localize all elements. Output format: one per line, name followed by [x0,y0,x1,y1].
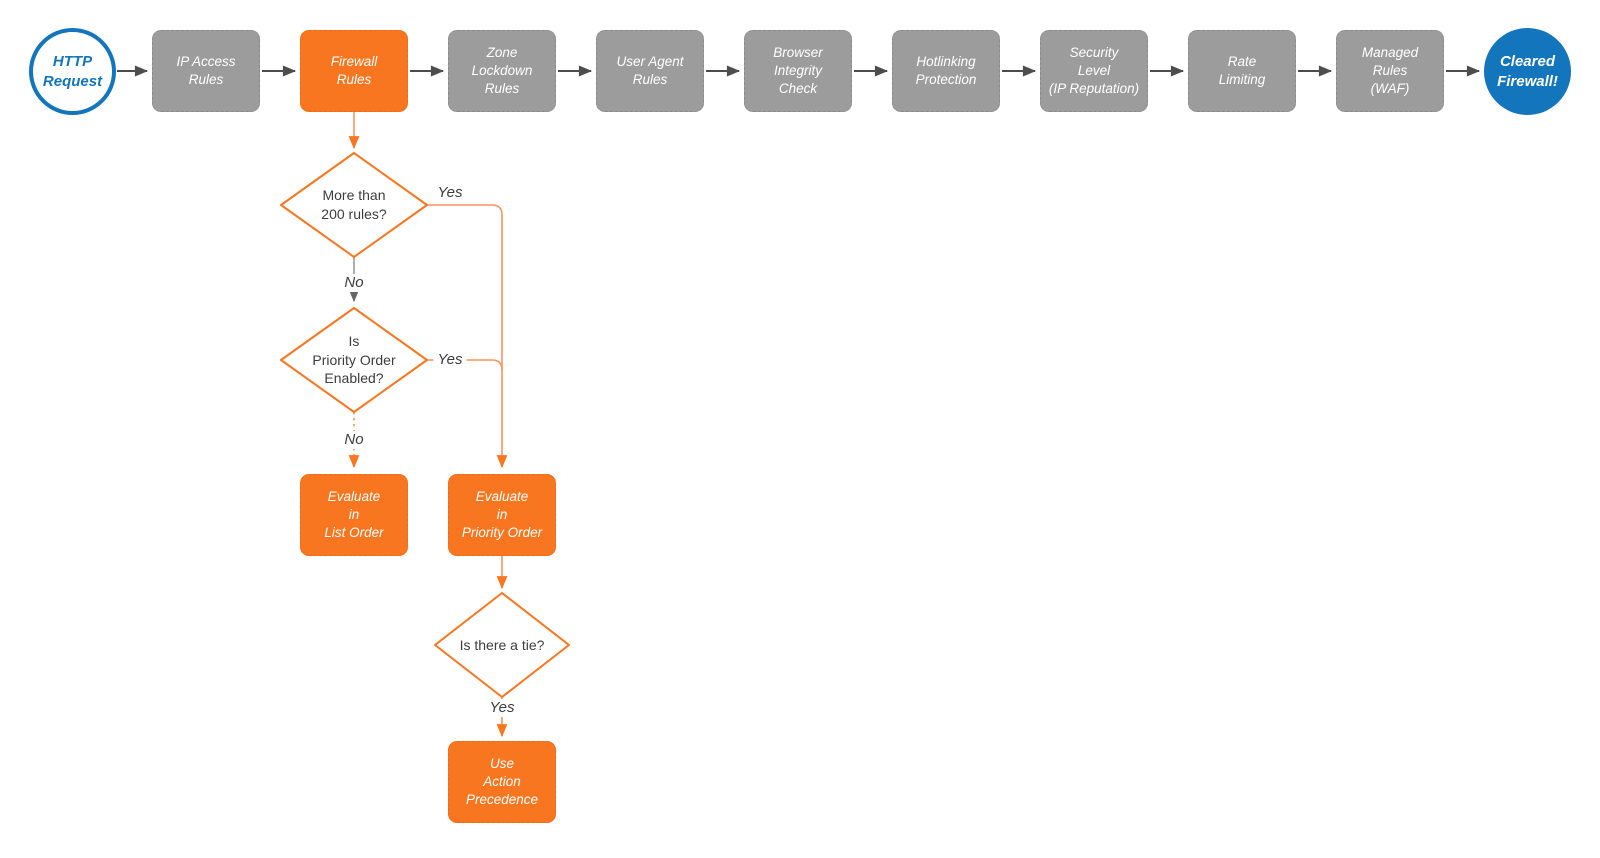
pipeline-step-hotlinking: Hotlinking Protection [892,30,1000,112]
edge-label-d1-no: No [340,274,368,292]
pipeline-step-user-agent-rules: User Agent Rules [596,30,704,112]
edge-label-d2-no: No [340,431,368,449]
decision-diamond-200-rules [280,152,428,258]
end-node-cleared-firewall: Cleared Firewall! [1484,28,1571,115]
edge-label-d1-yes: Yes [433,184,467,202]
edge-decision-priority-yes-join [427,359,503,371]
pipeline-step-security-level: Security Level (IP Reputation) [1040,30,1148,112]
edge-decision-200-rules-yes-to-priority-order [427,204,508,469]
action-use-action-precedence: Use Action Precedence [448,741,556,823]
action-evaluate-priority-order: Evaluate in Priority Order [448,474,556,556]
pipeline-step-managed-rules-waf: Managed Rules (WAF) [1336,30,1444,112]
pipeline-step-browser-integrity: Browser Integrity Check [744,30,852,112]
pipeline-step-ip-access-rules: IP Access Rules [152,30,260,112]
pipeline-step-firewall-rules: Firewall Rules [300,30,408,112]
decision-diamond-priority-enabled [280,307,428,413]
decision-diamond-tie [434,592,570,698]
decision-label-tie: Is there a tie? [459,636,545,653]
start-node-http-request: HTTP Request [29,28,116,115]
pipeline-step-zone-lockdown: Zone Lockdown Rules [448,30,556,112]
action-evaluate-list-order: Evaluate in List Order [300,474,408,556]
pipeline-step-rate-limiting: Rate Limiting [1188,30,1296,112]
edge-label-d2-yes: Yes [433,351,467,369]
decision-label-200-rules: More than 200 rules? [321,187,387,222]
decision-label-priority-enabled: Is Priority Order Enabled? [312,332,396,387]
edge-label-d3-yes: Yes [485,699,519,717]
